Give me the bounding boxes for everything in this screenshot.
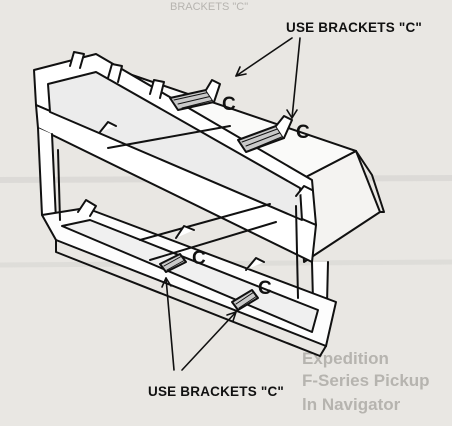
- bracket-c-3: [159, 253, 187, 273]
- callout-bottom-label: USE BRACKETS "C": [148, 384, 284, 399]
- callout-arrows-bottom: [161, 277, 237, 371]
- cross-rail-upper: [107, 125, 231, 149]
- tab-6: [175, 225, 195, 239]
- cross-rail-middle: [139, 203, 271, 241]
- tab-8: [295, 185, 313, 197]
- tab-7: [245, 257, 265, 271]
- bracket-c-2-letter: C: [296, 122, 310, 143]
- lower-opening: [61, 219, 319, 333]
- bottom-shelf-edge: [55, 239, 327, 357]
- housing-back-lip: [355, 150, 385, 213]
- side-rail-right: [295, 205, 299, 299]
- bleed-brackets-text: BRACKETS "C": [170, 1, 248, 13]
- background-bleed: BRACKETS "C" Expedition F-Series Pickup …: [0, 1, 452, 414]
- callout-arrows-top: [235, 37, 301, 119]
- tab-1: [69, 51, 85, 69]
- left-post: [37, 127, 57, 221]
- bracket-c-1: [169, 79, 221, 111]
- tab-2: [107, 63, 123, 83]
- tab-3: [149, 79, 165, 99]
- callout-top-label: USE BRACKETS "C": [286, 20, 422, 35]
- bracket-c-4-letter: C: [258, 278, 272, 299]
- bezel-opening: [47, 71, 303, 221]
- bleed-navigator-text: ln Navigator: [302, 395, 401, 414]
- bracket-c-3-letter: C: [192, 248, 206, 269]
- side-rail-left: [57, 149, 61, 221]
- bracket-c-4: [231, 289, 259, 311]
- bleed-expedition-text: Expedition: [302, 349, 389, 368]
- bracket-c-2: [237, 115, 293, 153]
- bracket-c-1-letter: C: [222, 94, 236, 115]
- bleed-series-text: F-Series Pickup: [302, 371, 430, 390]
- tab-5: [77, 199, 97, 217]
- cross-rail-lower: [149, 221, 277, 261]
- tab-4: [99, 121, 117, 133]
